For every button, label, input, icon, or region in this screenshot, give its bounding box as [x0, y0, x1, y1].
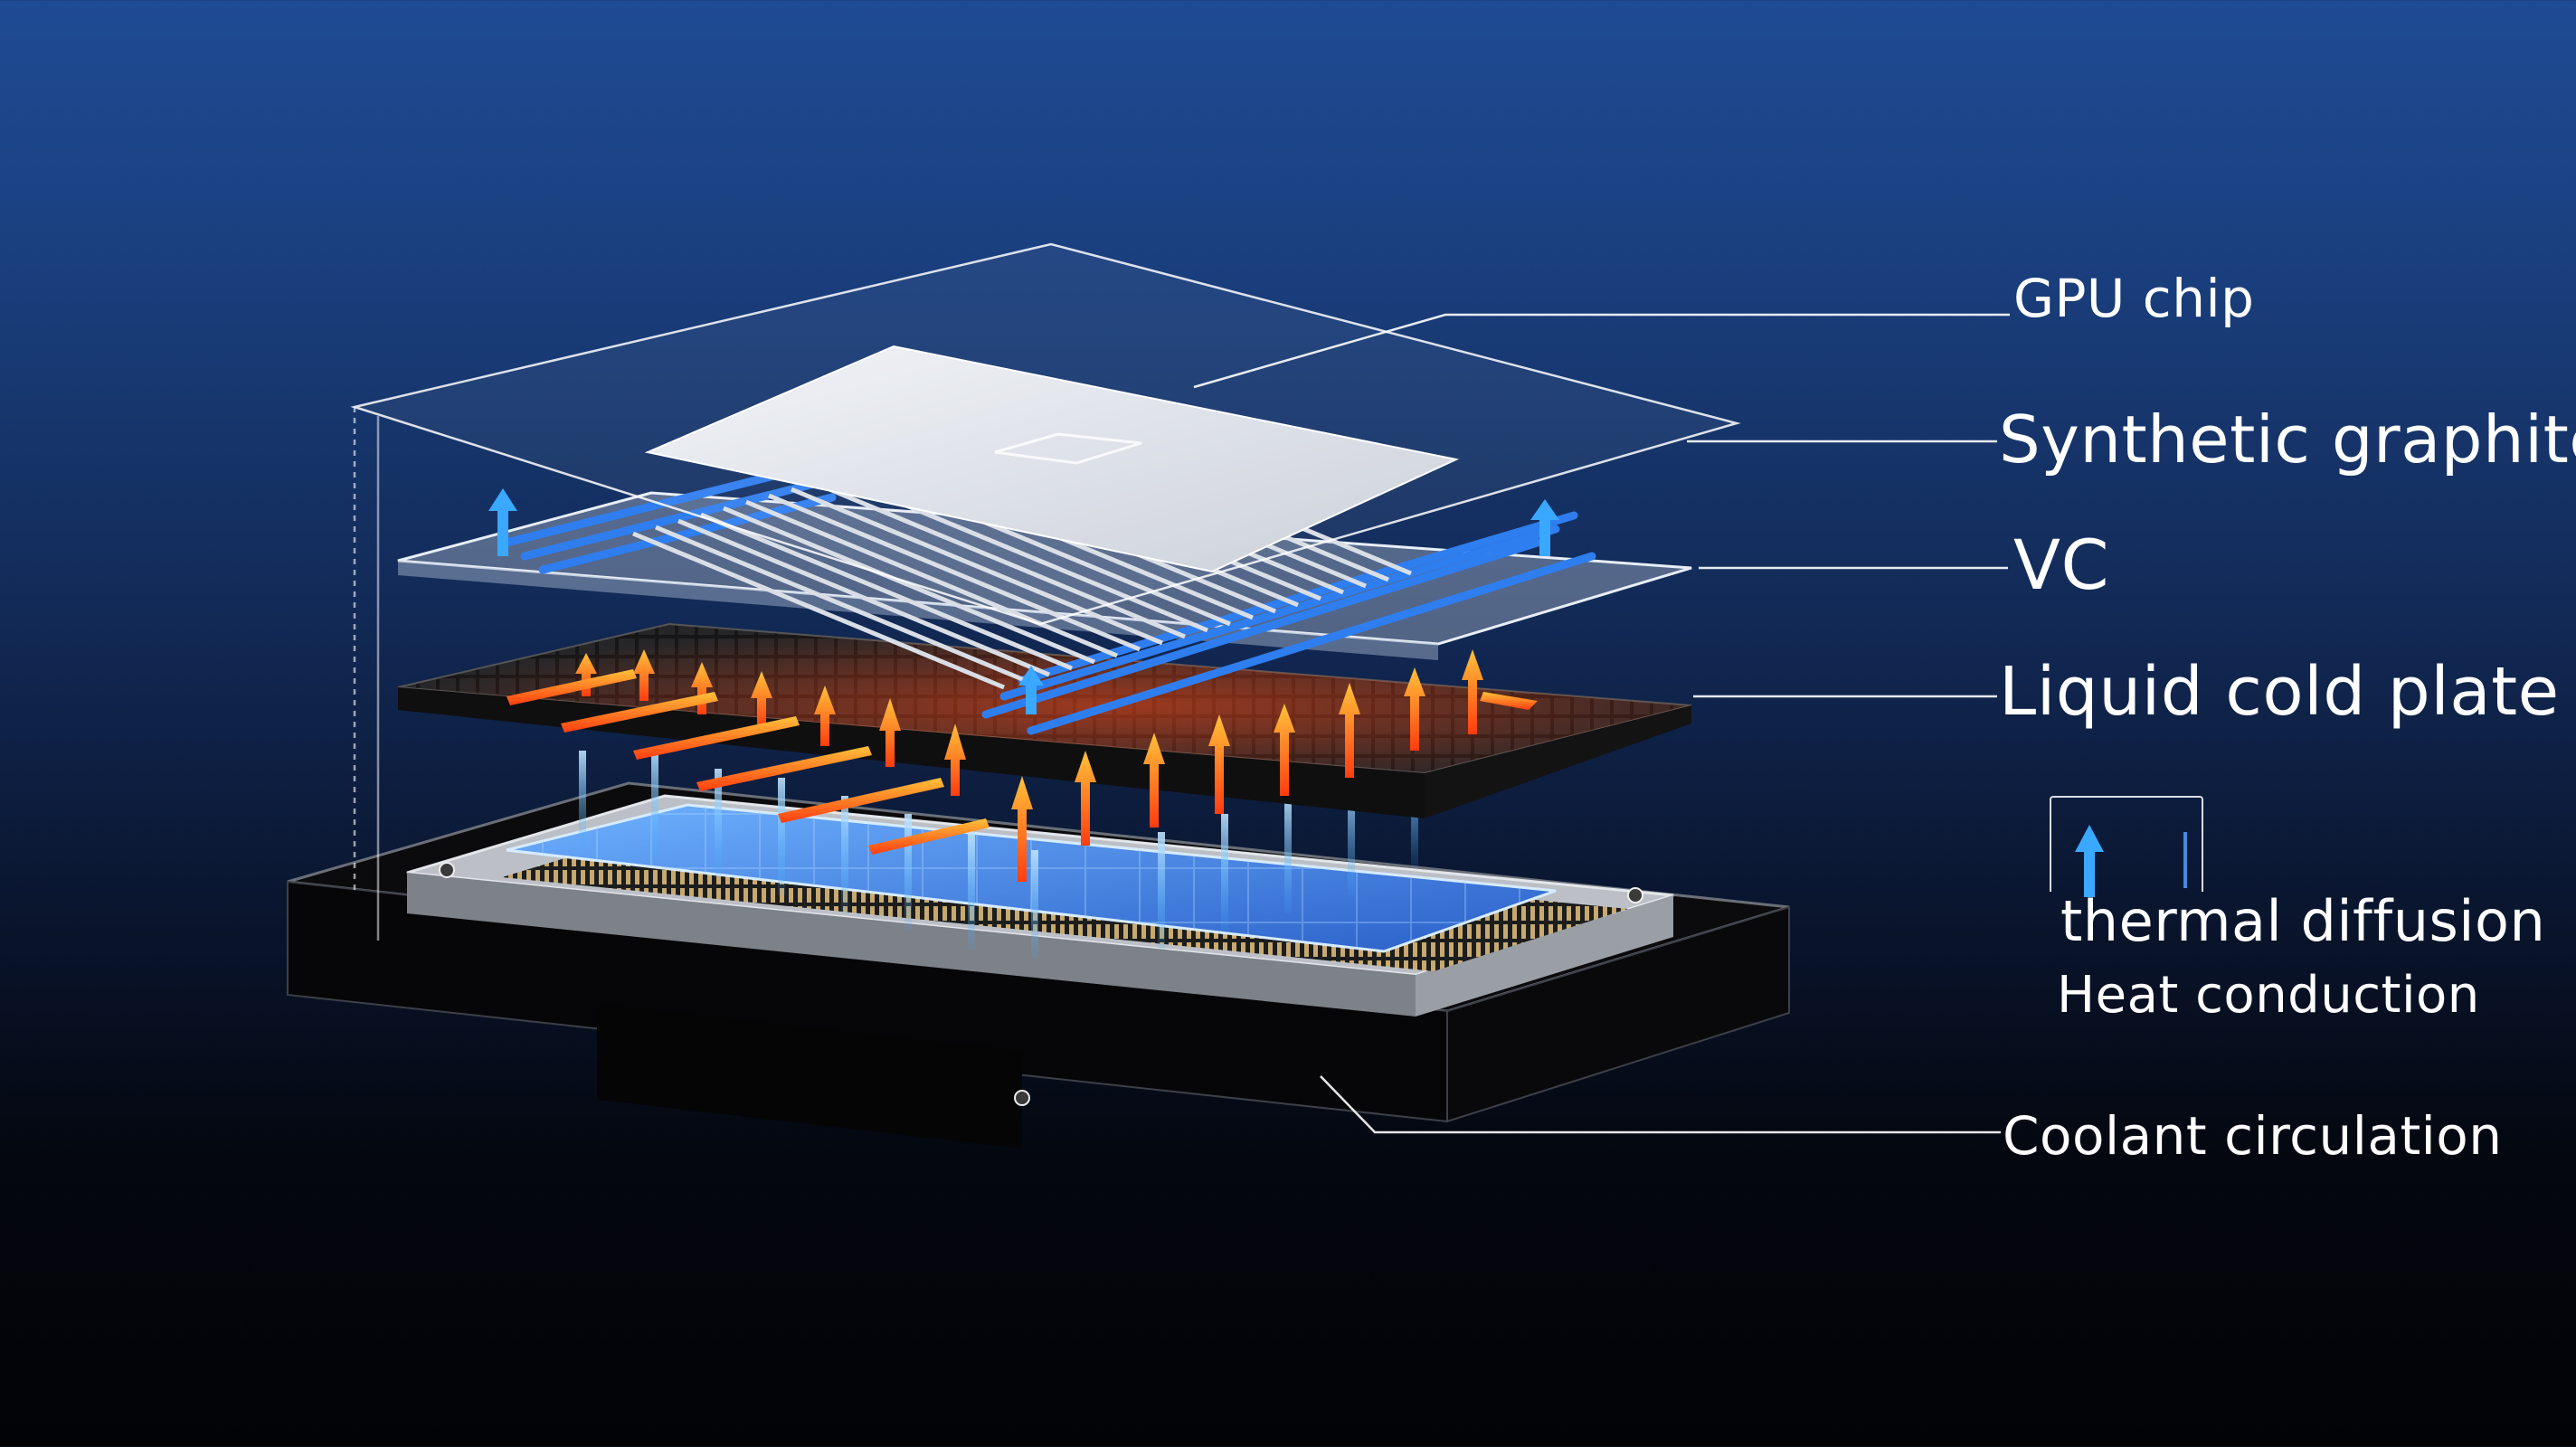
label-vc: VC	[2013, 525, 2110, 605]
leader-gpu-chip	[1193, 313, 2010, 389]
label-heat-conduction: Heat conduction	[2057, 966, 2480, 1025]
heat-conduction-arrows	[507, 649, 1538, 882]
label-coolant-circulation: Coolant circulation	[2003, 1105, 2503, 1167]
vapor-chamber	[397, 417, 1692, 735]
label-thermal-diffusion: thermal diffusion	[2060, 888, 2546, 954]
synthetic-graphite-sheet	[350, 242, 1741, 941]
leader-lines	[1193, 313, 2010, 1134]
label-gpu-chip: GPU chip	[2013, 268, 2255, 329]
leader-coolant-circulation	[1320, 1075, 2001, 1134]
legend-bar	[2183, 832, 2187, 888]
label-synthetic-graphite: Synthetic graphite	[1999, 402, 2576, 478]
up-arrow-icon	[2075, 825, 2104, 897]
legend-box	[2050, 796, 2203, 892]
label-liquid-cold-plate: Liquid cold plate	[1999, 653, 2560, 731]
gpu-chip	[644, 345, 1460, 573]
